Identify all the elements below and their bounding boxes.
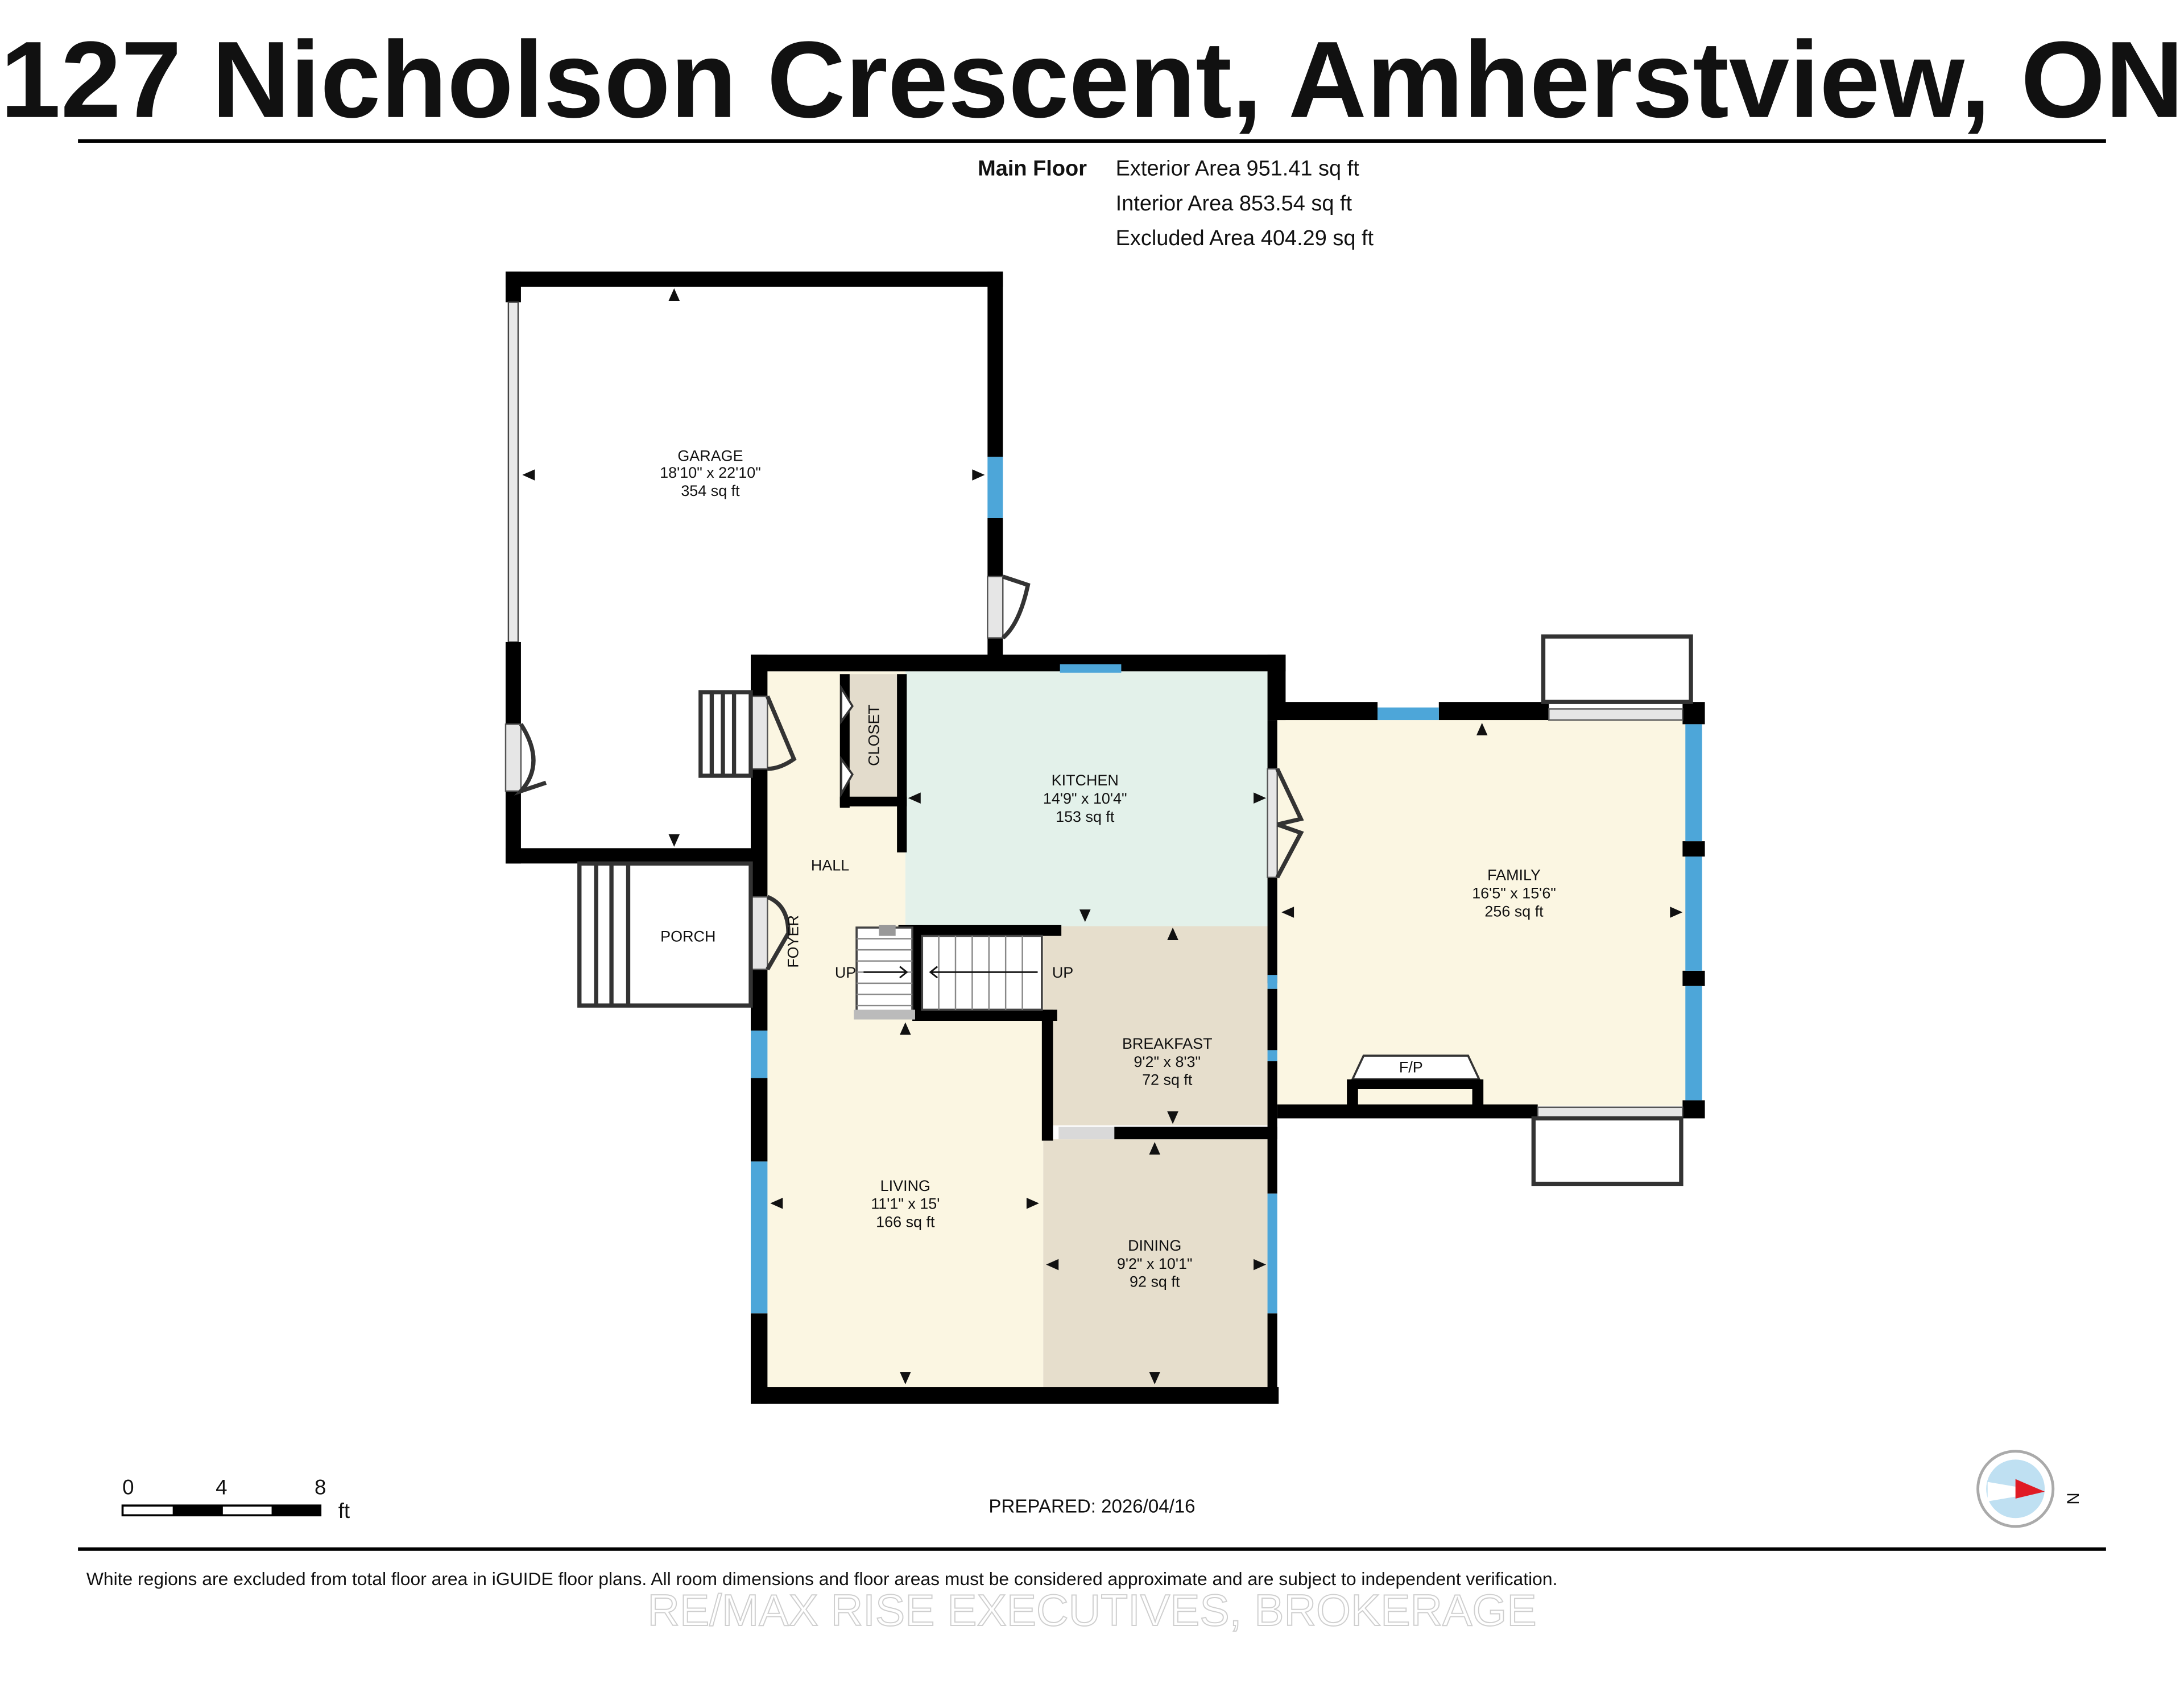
room-name: LIVING [880,1177,930,1194]
scale-tick-8: 8 [315,1476,326,1499]
room-breakfast-label: BREAKFAST 9'2" x 8'3" 72 sq ft [1122,1035,1213,1089]
room-kitchen-label: KITCHEN 14'9" x 10'4" 153 sq ft [1043,772,1127,825]
room-area: 153 sq ft [1056,808,1115,825]
scale-tick-4: 4 [216,1476,227,1499]
garage-walls [505,271,1003,864]
stairs-up-label-right: UP [1052,964,1073,981]
exterior-steps [698,634,1693,1186]
windows [751,664,1702,1314]
room-dining-label: DINING 9'2" x 10'1" 92 sq ft [1117,1237,1193,1290]
dimension-markers [522,288,1683,1385]
scale-bar: 0 4 8 ft [121,1476,350,1522]
porch [577,861,753,1008]
disclaimer-text: White regions are excluded from total fl… [86,1569,1558,1589]
room-name: BREAKFAST [1122,1035,1213,1052]
kitchen-floor [905,671,1271,926]
room-dims: 9'2" x 8'3" [1134,1053,1201,1070]
excluded-area: Excluded Area 404.29 sq ft [1116,226,1374,250]
room-dims: 11'1" x 15' [871,1195,940,1213]
room-name: DINING [1128,1237,1181,1254]
stairs-up-left [854,925,915,1020]
room-name: FAMILY [1487,867,1541,884]
room-area: 92 sq ft [1130,1273,1180,1290]
room-name: GARAGE [677,448,743,465]
watermark-text: RE/MAX RISE EXECUTIVES, BROKERAGE [647,1585,1536,1635]
fireplace [1347,1054,1484,1110]
compass-north-label: N [2063,1492,2082,1504]
scale-unit: ft [338,1499,350,1522]
prepared-date: PREPARED: 2026/04/16 [988,1496,1195,1517]
house-walls [751,654,1705,1404]
compass-icon: N [1976,1450,2082,1528]
room-foyer-label: FOYER [784,915,801,968]
room-family-label: FAMILY 16'5" x 15'6" 256 sq ft [1472,867,1556,920]
exterior-area: Exterior Area 951.41 sq ft [1116,157,1360,181]
room-hall-label: HALL [811,857,849,874]
room-name: KITCHEN [1052,772,1119,789]
room-garage-label: GARAGE 18'10" x 22'10" 354 sq ft [660,448,761,499]
room-dims: 14'9" x 10'4" [1043,790,1127,807]
breakfast-floor [1043,926,1271,1126]
breakfast-opening [1058,1127,1115,1140]
room-dims: 9'2" x 10'1" [1117,1255,1193,1272]
room-dims: 18'10" x 22'10" [660,464,761,481]
room-living-label: LIVING 11'1" x 15' 166 sq ft [871,1177,940,1231]
stairs-up-right [921,934,1043,1011]
family-floor [1277,718,1686,1106]
room-closet-label: CLOSET [865,705,882,766]
room-porch-label: PORCH [660,928,715,945]
stairs-up-label-left: UP [835,964,856,981]
dining-floor [1043,1139,1271,1388]
room-area: 354 sq ft [681,482,740,499]
room-dims: 16'5" x 15'6" [1472,885,1556,902]
closet-floor [849,674,897,797]
interior-area: Interior Area 853.54 sq ft [1116,192,1352,216]
room-area: 166 sq ft [876,1213,935,1230]
footer-rule [78,1547,2106,1551]
doors [504,574,1684,1118]
fireplace-label: F/P [1399,1059,1423,1076]
garage-window [987,457,1003,518]
header-rule [78,139,2106,143]
page-title: 127 Nicholson Crescent, Amherstview, ON [0,19,2183,140]
room-area: 256 sq ft [1484,903,1544,920]
scale-tick-0: 0 [122,1476,134,1499]
floor-name: Main Floor [978,157,1087,181]
room-area: 72 sq ft [1142,1071,1193,1089]
